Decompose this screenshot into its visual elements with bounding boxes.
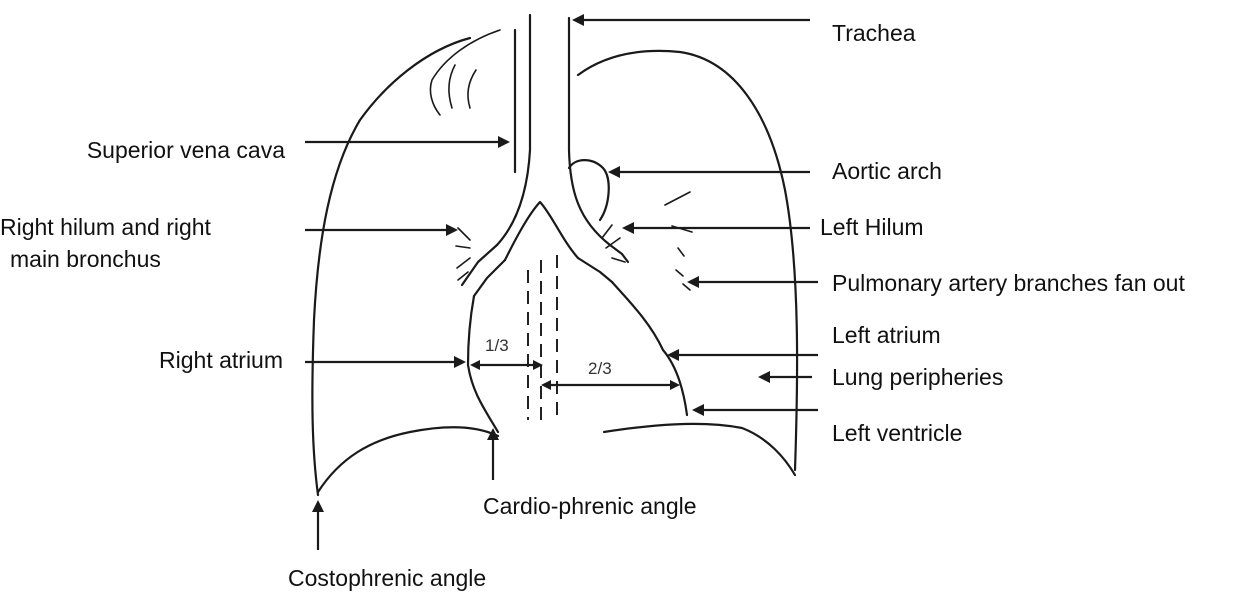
superior-vena-cava-pointer [305,136,510,148]
right-hilum-pointer [305,224,458,236]
left-ventricle-pointer [692,404,818,416]
pulmonary-artery-label: Pulmonary artery branches fan out [832,270,1185,297]
two-thirds-fraction: 2/3 [588,360,612,378]
left-hilum-pointer [622,222,810,234]
right-diaphragm [318,427,498,492]
lung-peripheries-label: Lung peripheries [832,364,1003,391]
left-hilum-vessels [602,225,625,262]
cardio-phrenic-angle-label: Cardio-phrenic angle [483,493,697,520]
right-lung-apex-vessel [430,30,500,115]
left-main-bronchus-2 [578,258,612,282]
trachea-label: Trachea [832,20,916,47]
right-atrium-label: Right atrium [30,347,283,374]
left-hilum-label: Left Hilum [820,214,924,241]
right-lung-apex-vessel-3 [468,70,476,108]
superior-vena-cava-label: Superior vena cava [30,137,285,164]
left-atrium-pointer [667,349,818,361]
right-main-bronchus [462,245,497,285]
pulmonary-artery-pointer [687,276,818,288]
right-hilum-label-line2: main bronchus [10,246,161,273]
left-heart-border [612,282,687,415]
costophrenic-angle-label: Costophrenic angle [288,565,486,592]
left-lung-outline [578,51,797,470]
left-diaphragm [604,424,795,475]
right-hilum-vessels [456,228,470,280]
carina [505,202,578,260]
one-third-denominator: 3 [499,336,508,355]
two-thirds-measurement [541,380,680,390]
pulmonary-artery-branches [665,192,692,290]
right-hilum-label-line1: Right hilum and right [0,214,280,241]
trachea-left-wall [497,15,530,245]
lung-peripheries-pointer [758,371,812,383]
one-third-fraction: 1/3 [485,337,509,355]
right-atrium-pointer [305,356,466,368]
right-lung-apex-vessel-2 [449,65,455,108]
two-thirds-denominator: 3 [602,359,611,378]
one-third-measurement [470,360,543,370]
costophrenic-pointer [312,500,324,550]
aortic-arch-label: Aortic arch [832,158,942,185]
left-ventricle-label: Left ventricle [832,420,962,447]
left-atrium-label: Left atrium [832,322,941,349]
aortic-arch-curve [569,160,609,220]
right-main-bronchus-2 [474,260,505,296]
trachea-pointer [572,14,810,26]
